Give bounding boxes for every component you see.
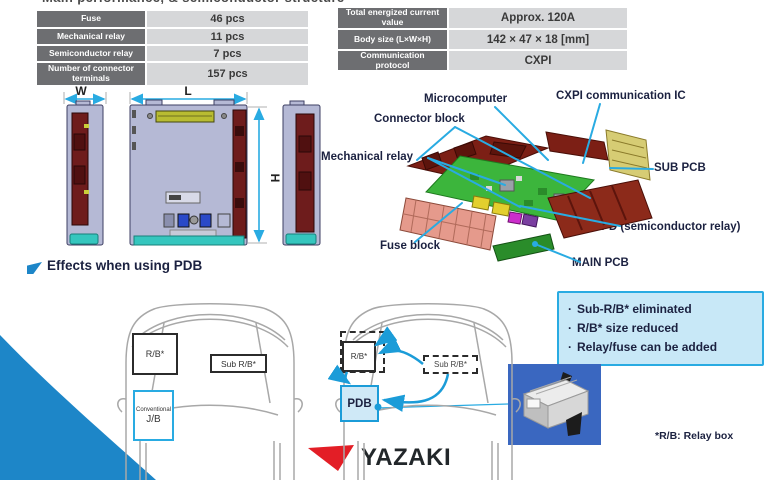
table-row-value: 46 pcs — [147, 11, 308, 27]
car-outline — [117, 303, 303, 480]
car-outline — [335, 303, 521, 480]
effects-bullet: · R/B* size reduced — [568, 319, 753, 338]
bullet-text: R/B* size reduced — [577, 321, 679, 335]
callout-fuse-block: Fuse block — [380, 240, 441, 252]
bullet-text: Relay/fuse can be added — [577, 340, 718, 354]
pdb-label: PDB — [347, 397, 372, 410]
sub-rb-box-before: Sub R/B* — [210, 354, 267, 373]
sub-rb-label: Sub R/B* — [221, 358, 256, 369]
conventional-jb-box: Conventional J/B — [133, 390, 174, 441]
yazaki-wordmark: YAZAKI — [361, 444, 452, 471]
pdb-box: PDB — [340, 385, 379, 422]
bullet-marker: · — [568, 340, 572, 354]
pdb-product-photo — [508, 364, 601, 445]
table-row-header: Semiconductor relay — [37, 46, 145, 61]
length-dimension-label: L — [184, 86, 191, 98]
callout-connector-block: Connector block — [374, 113, 465, 125]
rb-box-after: R/B* — [342, 341, 376, 372]
table-row-header: Body size (L×W×H) — [338, 30, 447, 49]
jb-label-top: Conventional — [135, 406, 172, 413]
table-row-header: Fuse — [37, 11, 145, 27]
callout-mechanical-relay: Mechanical relay — [321, 151, 414, 163]
effects-bullet-box: ·Sub-R/B* eliminated ·R/B* size reduced … — [557, 291, 764, 366]
leader-mech-2 — [427, 157, 521, 208]
car-diagram-before: R/B* Sub R/B* Conventional J/B — [112, 283, 308, 480]
yazaki-logo: YAZAKI — [308, 445, 451, 471]
table-row-header: Number of connector terminals — [37, 63, 145, 85]
car-diagram-after: R/B* Sub R/B* PDB — [328, 283, 528, 480]
rb-label: R/B* — [145, 349, 165, 359]
callout-ipd: IPD (semiconductor relay) — [598, 221, 741, 233]
component-count-table: Fuse 46 pcs Mechanical relay 11 pcs Semi… — [37, 11, 308, 85]
table-row-value: 11 pcs — [147, 29, 308, 44]
effects-section-heading: Effects when using PDB — [47, 258, 203, 273]
device-side-view-left — [66, 100, 104, 246]
rb-label: R/B* — [350, 352, 368, 361]
table-row-value: 142 × 47 × 18 [mm] — [449, 30, 627, 49]
sub-rb-label: Sub R/B* — [434, 360, 467, 369]
effects-bullet: · Relay/fuse can be added — [568, 338, 753, 357]
pdb-device-illustration — [522, 372, 590, 436]
callout-main-pcb: MAIN PCB — [572, 257, 629, 269]
sub-rb-dashed-box: Sub R/B* — [423, 355, 478, 374]
bullet-marker: · — [568, 302, 572, 316]
bullet-marker: · — [568, 321, 572, 335]
callout-microcomputer: Microcomputer — [424, 93, 508, 105]
cad-dimension-drawing: W L H — [63, 86, 321, 246]
table-row-value: Approx. 120A — [449, 8, 627, 28]
device-side-view-right — [282, 100, 321, 246]
leader-cxpi — [582, 103, 601, 164]
jb-label-bottom: J/B — [146, 413, 161, 425]
bullet-text: Sub-R/B* eliminated — [577, 302, 692, 316]
cropped-page-title: Main performance, & semiconductor struct… — [42, 0, 345, 5]
table-row-value: 157 pcs — [147, 63, 308, 85]
table-row-header: Communication protocol — [338, 50, 447, 70]
leader-fuse — [414, 202, 463, 243]
rb-box-before: R/B* — [132, 333, 178, 375]
leader-connector-2 — [454, 126, 591, 199]
spec-table: Total energized current value Approx. 12… — [338, 7, 627, 70]
leader-subpcb — [609, 167, 654, 170]
device-front-view — [129, 99, 248, 246]
leader-mech-1 — [427, 157, 506, 186]
relay-box-footnote: *R/B: Relay box — [655, 430, 734, 442]
yazaki-triangle-icon — [308, 445, 354, 471]
leader-microcomputer — [494, 106, 549, 161]
effects-bullet: · Sub-R/B* eliminated — [568, 300, 753, 319]
section-marker-icon — [27, 262, 42, 274]
leader-connector-1 — [416, 126, 456, 161]
table-row-value: CXPI — [449, 51, 627, 70]
height-dimension-label: H — [268, 174, 282, 183]
width-dimension-label: W — [75, 86, 87, 98]
table-row-value: 7 pcs — [147, 46, 308, 61]
callout-sub-pcb: SUB PCB — [654, 162, 706, 174]
table-row-header: Total energized current value — [338, 7, 447, 28]
callout-cxpi-ic: CXPI communication IC — [556, 90, 686, 102]
table-row-header: Mechanical relay — [37, 29, 145, 44]
